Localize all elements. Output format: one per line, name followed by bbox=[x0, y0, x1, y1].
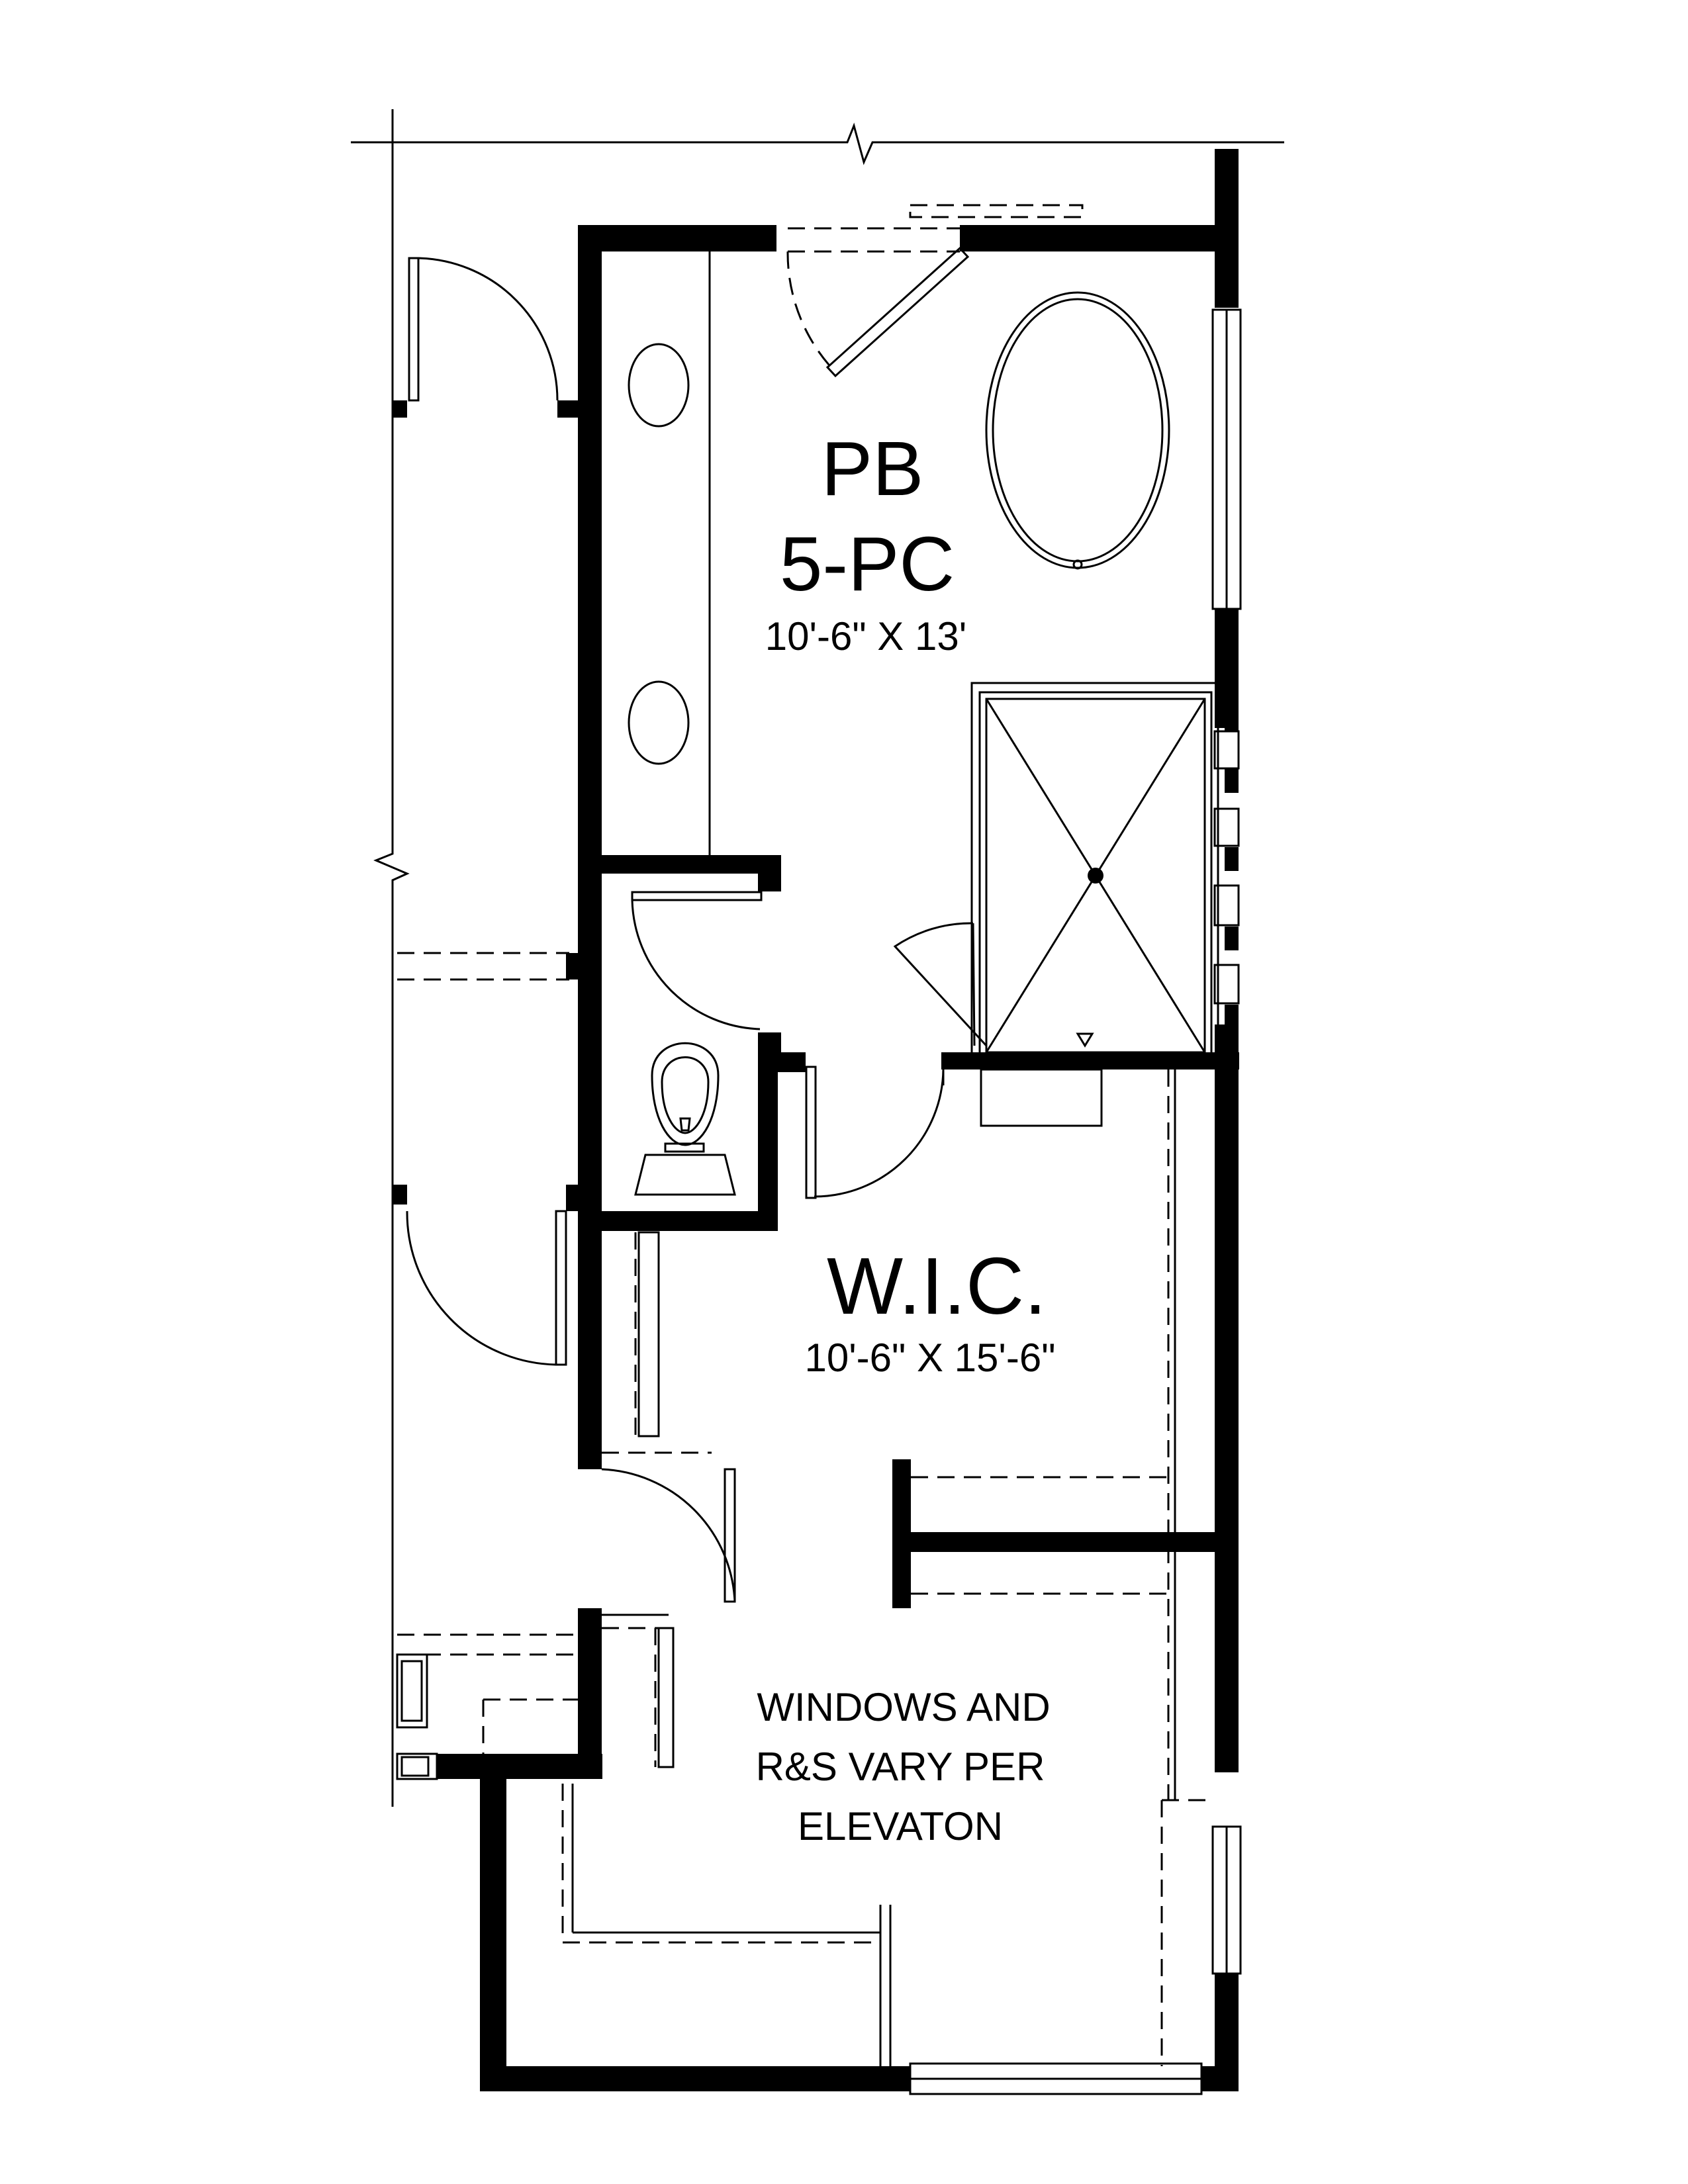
note-line2: R&S VARY PER bbox=[756, 1745, 1045, 1789]
note-line3: ELEVATON bbox=[798, 1804, 1003, 1848]
hall-door-lower bbox=[406, 1210, 567, 1366]
bath-dimensions: 10'-6" X 13' bbox=[765, 614, 966, 659]
toilet-icon bbox=[634, 1042, 736, 1196]
closet-dimensions: 10'-6" X 15'-6" bbox=[804, 1336, 1055, 1380]
closet-door bbox=[805, 1066, 945, 1199]
closet-name: W.I.C. bbox=[827, 1241, 1047, 1331]
vanity bbox=[628, 251, 711, 855]
bath-door bbox=[786, 227, 970, 378]
hall-door-upper bbox=[408, 257, 559, 402]
bench bbox=[980, 1068, 1103, 1127]
bath-name-line2: 5-PC bbox=[780, 521, 955, 607]
left-break-line bbox=[373, 109, 410, 1807]
wc-door bbox=[631, 891, 763, 1030]
bathtub-icon bbox=[985, 291, 1170, 570]
closet-entry-door bbox=[601, 1468, 736, 1603]
walls bbox=[393, 149, 1239, 2091]
top-break-line bbox=[351, 122, 1284, 165]
note-line1: WINDOWS AND bbox=[757, 1685, 1050, 1729]
hall-opening bbox=[397, 952, 569, 981]
sink-top-icon bbox=[628, 343, 690, 428]
shower-drain-icon bbox=[1088, 868, 1103, 884]
sink-bottom-icon bbox=[628, 680, 690, 765]
closet-shelves bbox=[561, 1069, 1215, 2066]
lower-left-cabinet bbox=[396, 1633, 578, 1780]
bath-name-line1: PB bbox=[821, 426, 924, 512]
shower-icon bbox=[893, 682, 1219, 1055]
